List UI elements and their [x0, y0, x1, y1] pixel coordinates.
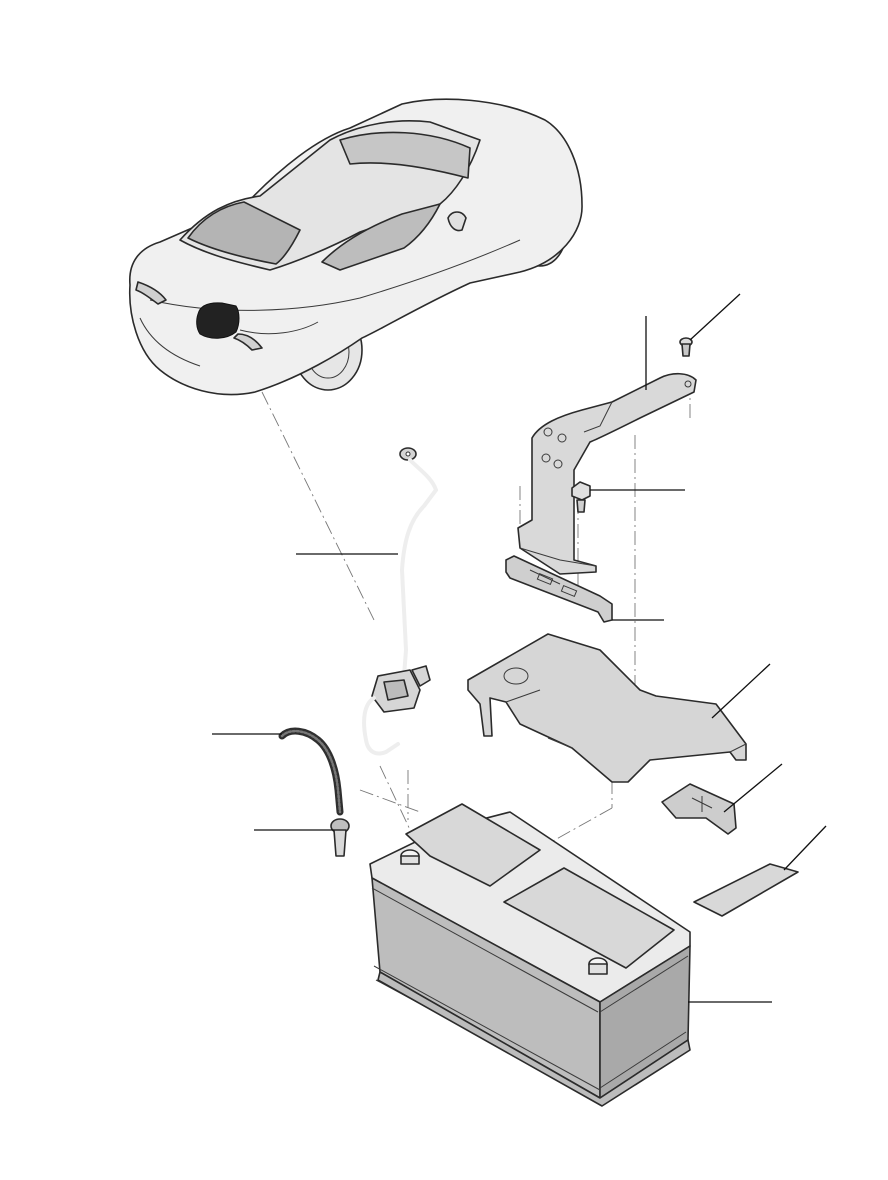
clamp-plate-icon — [505, 555, 613, 623]
hose-icon — [278, 727, 344, 816]
label-sticker-icon — [693, 863, 799, 917]
screw-icon — [679, 337, 693, 357]
leader-cover — [711, 663, 771, 719]
battery-location-marker — [196, 302, 240, 339]
windshield — [339, 131, 471, 179]
elbow-connector-icon — [330, 818, 350, 857]
cable-icon — [362, 447, 439, 756]
battery-icon — [369, 803, 691, 1107]
leader-label — [783, 825, 827, 871]
callout-leaders — [212, 293, 827, 1003]
leader-screw — [689, 293, 741, 341]
coupe-car-icon — [128, 98, 583, 396]
terminal-cap-icon — [661, 783, 737, 835]
side-window — [321, 203, 441, 271]
rear-window — [187, 201, 301, 265]
bracket-icon — [517, 372, 697, 575]
cover-icon — [467, 633, 747, 783]
leader-terminal-cap — [723, 763, 783, 813]
bolt-icon — [571, 481, 591, 513]
